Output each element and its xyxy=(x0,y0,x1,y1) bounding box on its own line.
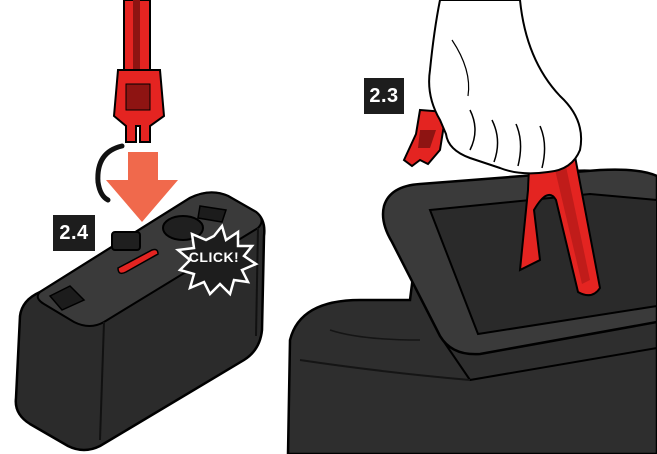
hanging-clip xyxy=(402,108,448,168)
hand xyxy=(428,0,582,175)
click-burst xyxy=(174,223,259,297)
insert-arrow xyxy=(106,152,178,222)
step-label-insert: 2.4 xyxy=(53,215,95,251)
charger-body xyxy=(286,168,657,454)
step-label-lift: 2.3 xyxy=(364,78,404,114)
click-callout-text: CLICK! xyxy=(188,249,240,265)
strap-clip xyxy=(95,0,166,203)
